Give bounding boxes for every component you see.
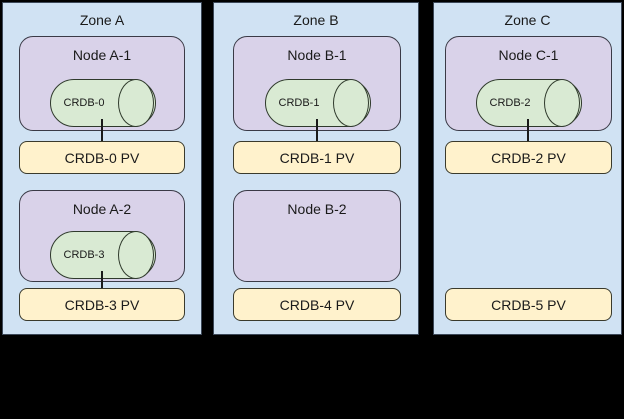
pv-crdb-4[interactable]: CRDB-4 PV bbox=[233, 288, 401, 321]
zone-b-panel[interactable]: Zone B Node B-1 CRDB-1 CRDB-1 PV Node B-… bbox=[213, 2, 419, 335]
node-b-2[interactable]: Node B-2 bbox=[233, 190, 401, 282]
node-c-1[interactable]: Node C-1 CRDB-2 bbox=[445, 36, 612, 131]
node-a-2-label: Node A-2 bbox=[72, 201, 132, 217]
pv-crdb-0[interactable]: CRDB-0 PV bbox=[19, 141, 185, 174]
zone-c-panel[interactable]: Zone C Node C-1 CRDB-2 CRDB-2 PV CRDB-5 … bbox=[433, 2, 622, 335]
zone-a-label: Zone A bbox=[79, 12, 125, 28]
cylinder-cap bbox=[118, 79, 154, 127]
cylinder-cap bbox=[544, 79, 580, 127]
crdb-3-cylinder-label: CRDB-3 bbox=[63, 249, 105, 261]
connector-crdb-0-to-pv bbox=[101, 119, 103, 143]
crdb-3-cylinder[interactable]: CRDB-3 bbox=[50, 231, 156, 279]
connector-crdb-2-to-pv bbox=[527, 119, 529, 143]
node-b-2-label: Node B-2 bbox=[287, 201, 347, 217]
pv-crdb-1[interactable]: CRDB-1 PV bbox=[233, 141, 401, 174]
node-a-2[interactable]: Node A-2 CRDB-3 bbox=[19, 190, 185, 282]
crdb-0-cylinder[interactable]: CRDB-0 bbox=[50, 79, 156, 127]
zone-b-label: Zone B bbox=[293, 12, 339, 28]
cylinder-cap bbox=[118, 231, 154, 279]
crdb-2-cylinder-label: CRDB-2 bbox=[489, 97, 531, 109]
cylinder-cap bbox=[333, 79, 369, 127]
zone-a-panel[interactable]: Zone A Node A-1 CRDB-0 CRDB-0 PV Node A-… bbox=[2, 2, 202, 335]
zone-c-label: Zone C bbox=[504, 12, 551, 28]
node-a-1[interactable]: Node A-1 CRDB-0 bbox=[19, 36, 185, 131]
pv-crdb-3[interactable]: CRDB-3 PV bbox=[19, 288, 185, 321]
node-b-1[interactable]: Node B-1 CRDB-1 bbox=[233, 36, 401, 131]
pv-crdb-2[interactable]: CRDB-2 PV bbox=[445, 141, 612, 174]
connector-crdb-3-to-pv bbox=[101, 271, 103, 292]
node-c-1-label: Node C-1 bbox=[498, 47, 559, 63]
node-a-1-label: Node A-1 bbox=[72, 47, 132, 63]
crdb-2-cylinder[interactable]: CRDB-2 bbox=[476, 79, 582, 127]
pv-crdb-5[interactable]: CRDB-5 PV bbox=[445, 288, 612, 321]
connector-crdb-1-to-pv bbox=[316, 119, 318, 143]
crdb-0-cylinder-label: CRDB-0 bbox=[63, 97, 105, 109]
crdb-1-cylinder[interactable]: CRDB-1 bbox=[265, 79, 371, 127]
node-b-1-label: Node B-1 bbox=[287, 47, 347, 63]
crdb-1-cylinder-label: CRDB-1 bbox=[278, 97, 320, 109]
